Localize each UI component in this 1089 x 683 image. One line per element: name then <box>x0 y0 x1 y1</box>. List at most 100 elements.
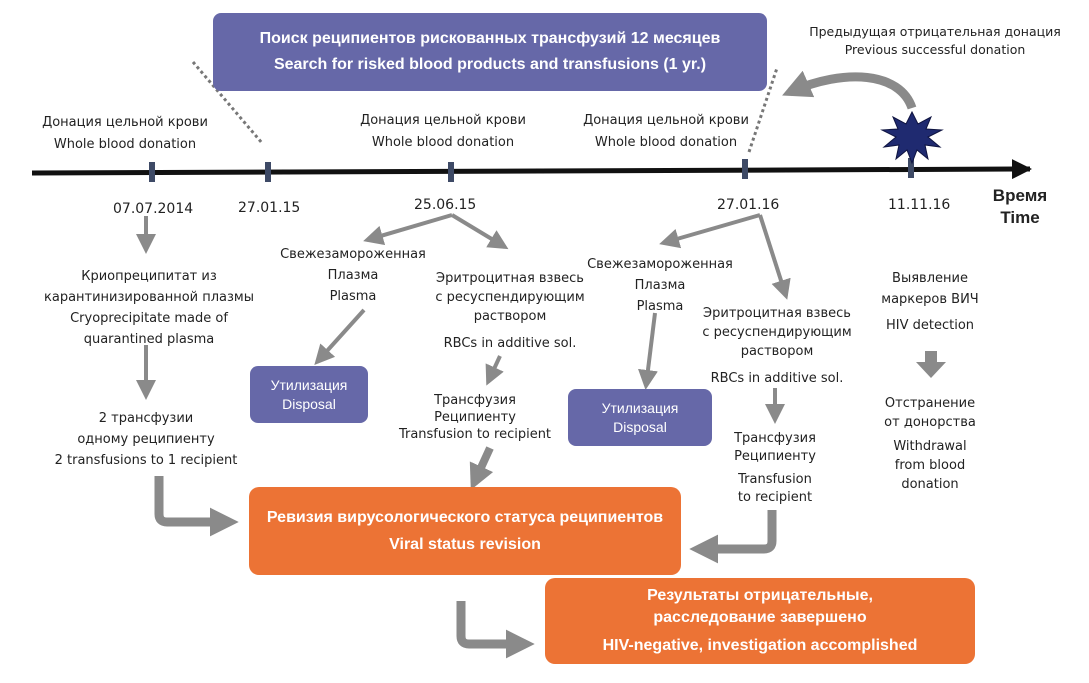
cryo-line: Криопреципитат из <box>81 269 217 284</box>
plasma-line: Plasma <box>636 299 684 314</box>
results-line: Результаты отрицательные, <box>647 587 873 604</box>
search-header-box: Поиск реципиентов рискованных трансфузий… <box>213 13 767 91</box>
donation-en: Whole blood donation <box>594 135 738 150</box>
disposal-ru: Утилизация <box>270 376 348 393</box>
search-header-en: Search for risked blood products and tra… <box>273 56 707 73</box>
date-label: 07.07.2014 <box>113 201 194 217</box>
hiv-detection-text: Выявление маркеров ВИЧ HIV detection <box>860 268 1000 336</box>
rbc-text-1: Эритроцитная взвесь с ресуспендирующим р… <box>425 269 595 353</box>
disposal-ru: Утилизация <box>601 399 679 416</box>
two-transfusions-text: 2 трансфузии одному реципиенту 2 transfu… <box>36 408 256 471</box>
results-box: Результаты отрицательные, расследование … <box>545 578 975 664</box>
timeline-tick <box>448 162 454 182</box>
plasma-line: Свежезамороженная <box>280 247 426 262</box>
rbc-line: RBCs in additive sol. <box>710 371 844 386</box>
timeline-tick <box>149 162 155 182</box>
date-label: 25.06.15 <box>414 197 477 213</box>
rbc-line: раствором <box>473 309 547 324</box>
results-line: HIV-negative, investigation accomplished <box>602 637 918 654</box>
transfusion-text-2: Трансфузия Реципиенту Transfusion to rec… <box>720 430 830 507</box>
rbc-line: с ресуспендирующим <box>435 290 585 305</box>
rbc-line: Эритроцитная взвесь <box>436 271 584 286</box>
cryo-text: Криопреципитат из карантинизированной пл… <box>40 266 258 350</box>
two-transfusions-line: 2 transfusions to 1 recipient <box>54 453 238 468</box>
starburst-icon <box>880 110 944 165</box>
donation-en: Whole blood donation <box>53 137 197 152</box>
arrow-icon <box>916 351 946 378</box>
rbc-line: Эритроцитная взвесь <box>703 306 851 321</box>
disposal-box-1: Утилизация Disposal <box>250 366 368 423</box>
hiv-line: маркеров ВИЧ <box>881 292 979 307</box>
cryo-line: quarantined plasma <box>83 332 215 347</box>
date-label: 27.01.16 <box>717 197 780 213</box>
cryo-line: Cryoprecipitate made of <box>70 311 228 326</box>
transfusion-line: Трансфузия <box>434 393 516 408</box>
two-transfusions-line: 2 трансфузии <box>98 411 194 426</box>
previous-donation-en: Previous successful donation <box>844 42 1026 57</box>
withdrawal-line: from blood <box>894 458 966 473</box>
arrow-icon <box>314 308 366 365</box>
arrow-icon <box>485 355 504 386</box>
search-header-ru: Поиск реципиентов рискованных трансфузий… <box>259 30 721 47</box>
timeline-tick <box>908 158 914 178</box>
viral-revision-en: Viral status revision <box>389 536 541 553</box>
transfusion-line: to recipient <box>737 490 813 505</box>
rbc-line: RBCs in additive sol. <box>443 336 577 351</box>
results-line: расследование завершено <box>653 609 867 626</box>
disposal-en: Disposal <box>282 395 336 412</box>
withdrawal-text: Отстранение от донорства Withdrawal from… <box>860 394 1000 494</box>
withdrawal-line: от донорства <box>884 415 976 430</box>
plasma-text-1: Свежезамороженная Плазма Plasma <box>273 244 433 307</box>
donation-label-2: Донация цельной крови Whole blood donati… <box>343 110 543 154</box>
rbc-line: с ресуспендирующим <box>702 325 852 340</box>
rbc-text-2: Эритроцитная взвесь с ресуспендирующим р… <box>692 304 862 388</box>
arrow-icon <box>638 312 658 390</box>
transfusion-text-1: Трансфузия Реципиенту Transfusion to rec… <box>390 392 560 443</box>
arrow-icon <box>469 446 494 490</box>
axis-label-ru: Время <box>992 186 1048 205</box>
axis-label: Время Time <box>985 185 1055 229</box>
timeline-tick <box>742 159 748 179</box>
plasma-line: Plasma <box>329 289 377 304</box>
disposal-en: Disposal <box>613 418 667 435</box>
plasma-text-2: Свежезамороженная Плазма Plasma <box>580 254 740 317</box>
donation-label-3: Донация цельной крови Whole blood donati… <box>566 110 766 154</box>
two-transfusions-line: одному реципиенту <box>77 432 215 447</box>
withdrawal-line: donation <box>901 477 959 492</box>
withdrawal-line: Отстранение <box>884 396 976 411</box>
withdrawal-line: Withdrawal <box>893 439 967 454</box>
rbc-line: раствором <box>740 344 814 359</box>
axis-label-en: Time <box>1000 208 1040 227</box>
donation-en: Whole blood donation <box>371 135 515 150</box>
date-label: 27.01.15 <box>238 200 301 216</box>
plasma-line: Свежезамороженная <box>587 257 733 272</box>
arrow-icon <box>154 476 239 537</box>
search-window-line-right <box>747 67 779 153</box>
timeline-axis <box>31 159 1032 180</box>
viral-revision-ru: Ревизия вирусологического статуса реципи… <box>266 509 664 526</box>
transfusion-line: Transfusion <box>738 472 812 487</box>
arrow-icon <box>450 213 509 250</box>
transfusion-line: Transfusion to recipient <box>398 427 552 442</box>
hiv-line: HIV detection <box>885 318 975 333</box>
arrow-icon <box>689 510 777 564</box>
curved-arrow-icon <box>782 70 917 110</box>
arrow-icon <box>659 213 761 249</box>
cryo-line: карантинизированной плазмы <box>44 290 254 305</box>
plasma-line: Плазма <box>327 268 379 283</box>
previous-donation-ru: Предыдущая отрицательная донация <box>809 24 1061 39</box>
donation-ru: Донация цельной крови <box>583 113 749 128</box>
donation-label-1: Донация цельной крови Whole blood donati… <box>25 112 225 156</box>
disposal-box-2: Утилизация Disposal <box>568 389 712 446</box>
donation-ru: Донация цельной крови <box>360 113 526 128</box>
transfusion-line: Реципиенту <box>434 410 516 425</box>
arrow-icon <box>363 213 453 246</box>
transfusion-line: Трансфузия <box>734 431 816 446</box>
arrow-icon <box>758 214 791 300</box>
plasma-line: Плазма <box>634 278 686 293</box>
viral-revision-box: Ревизия вирусологического статуса реципи… <box>249 487 681 575</box>
hiv-line: Выявление <box>892 271 968 286</box>
transfusion-line: Реципиенту <box>734 449 816 464</box>
donation-ru: Донация цельной крови <box>42 115 208 130</box>
